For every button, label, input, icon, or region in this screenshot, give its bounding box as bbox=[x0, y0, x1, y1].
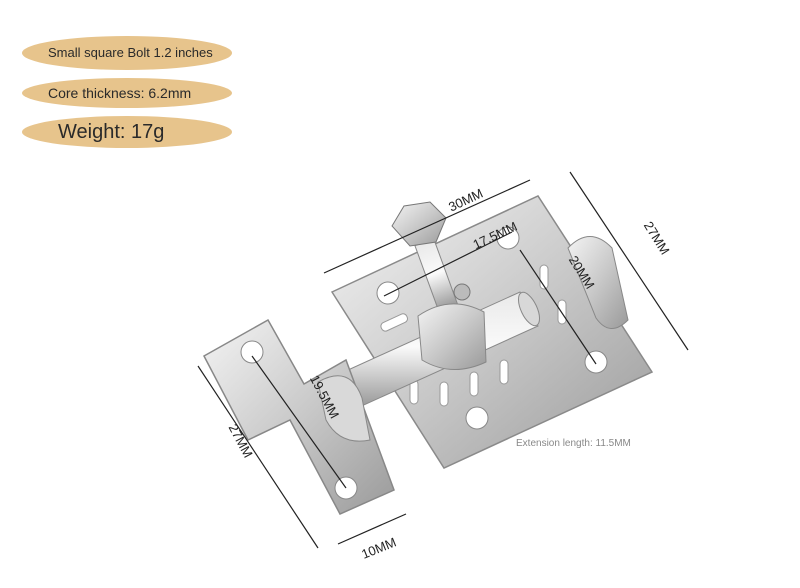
size-badge-text: Small square Bolt 1.2 inches bbox=[48, 45, 213, 60]
extension-length-label: Extension length: 11.5MM bbox=[516, 438, 631, 449]
weight-text: Weight: 17g bbox=[58, 120, 165, 143]
dim-right-height: 27MM bbox=[641, 219, 673, 258]
weight-badge: Weight: 17g bbox=[22, 116, 232, 148]
dim-top-width: 30MM bbox=[446, 186, 485, 215]
guide-clamp bbox=[417, 303, 487, 371]
dimension-lines bbox=[197, 171, 689, 549]
size-badge: Small square Bolt 1.2 inches bbox=[22, 36, 232, 70]
core-thickness-text: Core thickness: 6.2mm bbox=[48, 85, 192, 101]
dim-keeper-width: 10MM bbox=[359, 534, 398, 561]
core-thickness-badge: Core thickness: 6.2mm bbox=[22, 78, 232, 108]
keeper bbox=[202, 318, 395, 515]
end-bracket bbox=[567, 236, 629, 329]
